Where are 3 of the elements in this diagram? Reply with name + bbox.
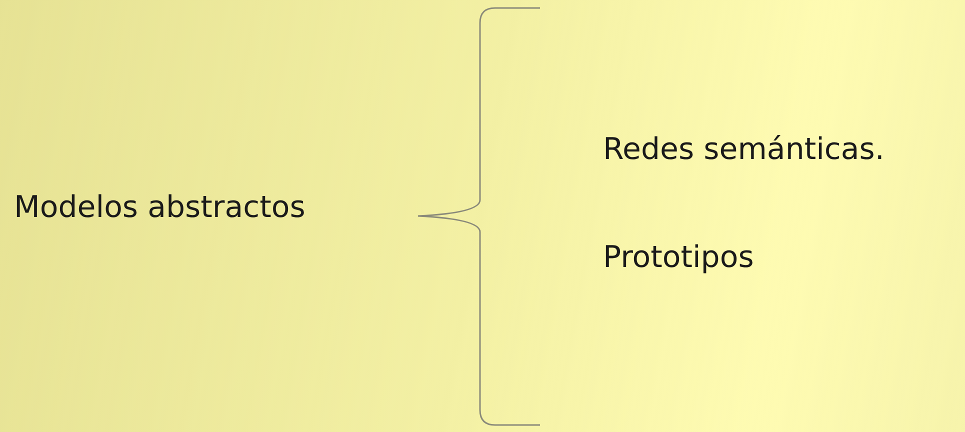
item-label: Redes semánticas. <box>603 132 884 168</box>
item-label: Prototipos <box>603 240 754 276</box>
topic-label: Modelos abstractos <box>14 190 306 226</box>
